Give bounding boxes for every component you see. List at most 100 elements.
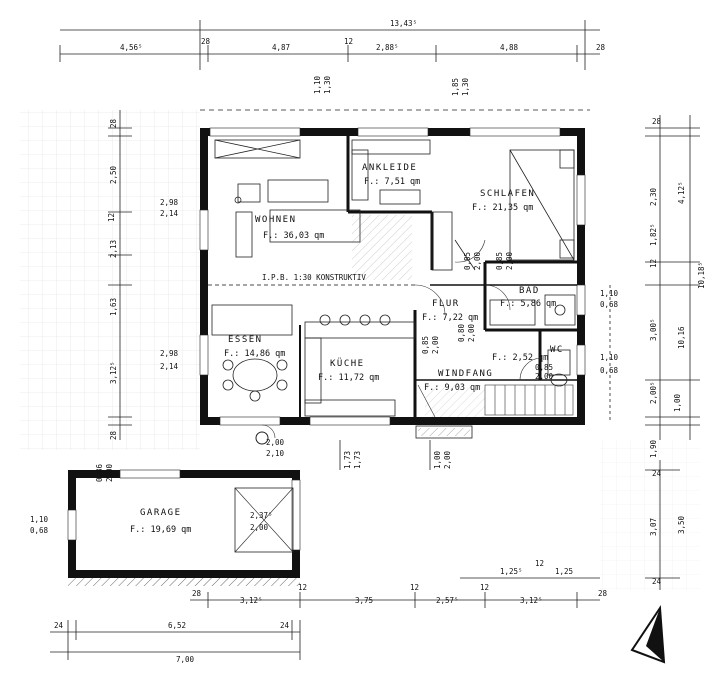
dim-right-6: 2,00⁵ xyxy=(649,381,658,404)
room-name-ankleide: ANKLEIDE xyxy=(362,163,417,173)
room-name-schlafen: SCHLAFEN xyxy=(480,189,535,199)
dim-top-1: 4,56⁵ xyxy=(120,43,143,52)
dim-top-5: 2,88⁵ xyxy=(376,43,399,52)
living-furniture xyxy=(214,139,361,258)
room-name-bad: BAD xyxy=(519,286,540,296)
room-name-wohnen: WOHNEN xyxy=(255,215,297,225)
right-window-2b: 0,68 xyxy=(600,366,619,375)
kitchen-furniture xyxy=(304,314,416,417)
room-area-garage: F.: 19,69 qm xyxy=(130,525,191,535)
right-total-1: 4,12⁵ xyxy=(677,181,686,204)
door-label-7: 2,00 xyxy=(505,251,514,270)
outdoor-lamp xyxy=(255,431,269,445)
garage-window-b: 0,68 xyxy=(30,526,49,535)
room-name-wc: WC xyxy=(550,345,564,355)
door-label-22: 0,86 xyxy=(95,463,104,482)
right-total-4: 3,50 xyxy=(677,515,686,534)
dim-right-2: 2,30 xyxy=(649,187,658,206)
construction-note: I.P.B. 1:30 KONSTRUKTIV xyxy=(262,273,366,282)
door-label-18: 2,00 xyxy=(266,438,285,447)
garage-door-b: 2,00 xyxy=(250,523,269,532)
door-label-6: 0,85 xyxy=(495,252,504,270)
bottom-r2-6: 12 xyxy=(480,583,489,592)
door-label-16: 1,00 xyxy=(433,450,442,469)
room-area-essen: F.: 14,86 qm xyxy=(224,349,285,359)
room-area-schlafen: F.: 21,35 qm xyxy=(472,203,533,213)
door-label-11: 2,00 xyxy=(467,323,476,342)
garage-door-a: 2,37⁵ xyxy=(250,511,273,520)
door-label-0: 1,10 xyxy=(313,75,322,94)
dim-right-7: 1,00 xyxy=(673,393,682,412)
dim-left-3: 12 xyxy=(107,213,116,222)
door-swings xyxy=(261,239,543,439)
dimension-texts: 13,43⁵ 4,56⁵ 28 4,87 12 2,88⁵ 4,88 28 28… xyxy=(30,19,706,664)
room-name-windfang: WINDFANG xyxy=(438,369,493,379)
dim-right-9: 24 xyxy=(652,469,662,478)
door-label-23: 2,00 xyxy=(105,463,114,482)
bottom-r3-0: 24 xyxy=(54,621,64,630)
right-total-2: 10,18⁵ xyxy=(697,262,706,289)
right-window-2a: 1,10 xyxy=(600,353,619,362)
room-labels: WOHNEN F.: 36,03 qm ANKLEIDE F.: 7,51 qm… xyxy=(130,163,564,535)
left-window-1a: 2,98 xyxy=(160,198,179,207)
room-name-kueche: KÜCHE xyxy=(330,358,365,369)
bottom-r2-0: 28 xyxy=(192,589,202,598)
bottom-r1-1: 12 xyxy=(535,559,544,568)
left-window-2a: 2,98 xyxy=(160,349,179,358)
door-label-9: 2,00 xyxy=(431,335,440,354)
dim-total-width: 13,43⁵ xyxy=(390,19,417,28)
door-label-8: 0,85 xyxy=(421,336,430,354)
bottom-r2-8: 28 xyxy=(598,589,608,598)
left-window-1b: 2,14 xyxy=(160,209,179,218)
bottom-r2-5: 2,57⁵ xyxy=(436,596,459,605)
dim-top-2: 28 xyxy=(201,37,211,46)
door-label-1: 1,30 xyxy=(323,75,332,94)
room-area-bad: F.: 5,86 qm xyxy=(500,299,556,309)
room-area-kueche: F.: 11,72 qm xyxy=(318,373,379,383)
door-label-19: 2,10 xyxy=(266,449,285,458)
dim-right-5: 3,00⁵ xyxy=(649,318,658,341)
dim-right-10: 3,07 xyxy=(649,518,658,536)
kitchen-hatch xyxy=(352,215,412,280)
room-area-flur: F.: 7,22 qm xyxy=(422,313,478,323)
dimension-lines xyxy=(50,20,700,660)
dim-right-4: 1,82⁵ xyxy=(649,223,658,246)
garage-window-a: 1,10 xyxy=(30,515,49,524)
bottom-r3-1: 6,52 xyxy=(168,621,186,630)
dim-right-1: 28 xyxy=(652,117,662,126)
terrace-grid-right xyxy=(600,440,700,590)
bottom-r4-0: 7,00 xyxy=(176,655,195,664)
door-label-21: 1,73 xyxy=(353,451,362,469)
bottom-r3-2: 24 xyxy=(280,621,290,630)
bottom-r2-1: 3,12⁵ xyxy=(240,596,263,605)
dim-top-6: 4,88 xyxy=(500,43,519,52)
bath-fixtures xyxy=(489,294,576,387)
stairs xyxy=(484,384,574,416)
dining-furniture xyxy=(211,304,293,402)
door-label-13: 2,00 xyxy=(535,372,554,381)
door-label-10: 0,80 xyxy=(457,323,466,342)
dim-left-5: 1,63 xyxy=(109,298,118,316)
bottom-r1-2: 1,25 xyxy=(555,567,573,576)
door-label-4: 0,85 xyxy=(463,252,472,270)
dim-top-7: 28 xyxy=(596,43,606,52)
room-name-flur: FLUR xyxy=(432,299,460,309)
right-window-1a: 1,10 xyxy=(600,289,619,298)
dim-right-8: 1,90 xyxy=(649,439,658,458)
bedroom-furniture xyxy=(351,139,575,271)
room-area-ankleide: F.: 7,51 qm xyxy=(364,177,420,187)
bottom-r2-4: 12 xyxy=(410,583,419,592)
terrace-grid xyxy=(20,110,200,450)
windfang-hatch xyxy=(425,385,485,417)
bottom-r2-7: 3,12⁵ xyxy=(520,596,543,605)
dim-right-3: 12 xyxy=(649,259,658,268)
dim-left-2: 2,50 xyxy=(109,165,118,184)
room-area-windfang: F.: 9,03 qm xyxy=(424,383,480,393)
bottom-r2-3: 3,75 xyxy=(355,596,373,605)
door-label-5: 2,00 xyxy=(473,251,482,270)
dim-left-1: 28 xyxy=(109,118,118,128)
dim-left-7: 28 xyxy=(109,430,118,440)
left-window-2b: 2,14 xyxy=(160,362,179,371)
dim-left-4: 2,13 xyxy=(109,240,118,258)
